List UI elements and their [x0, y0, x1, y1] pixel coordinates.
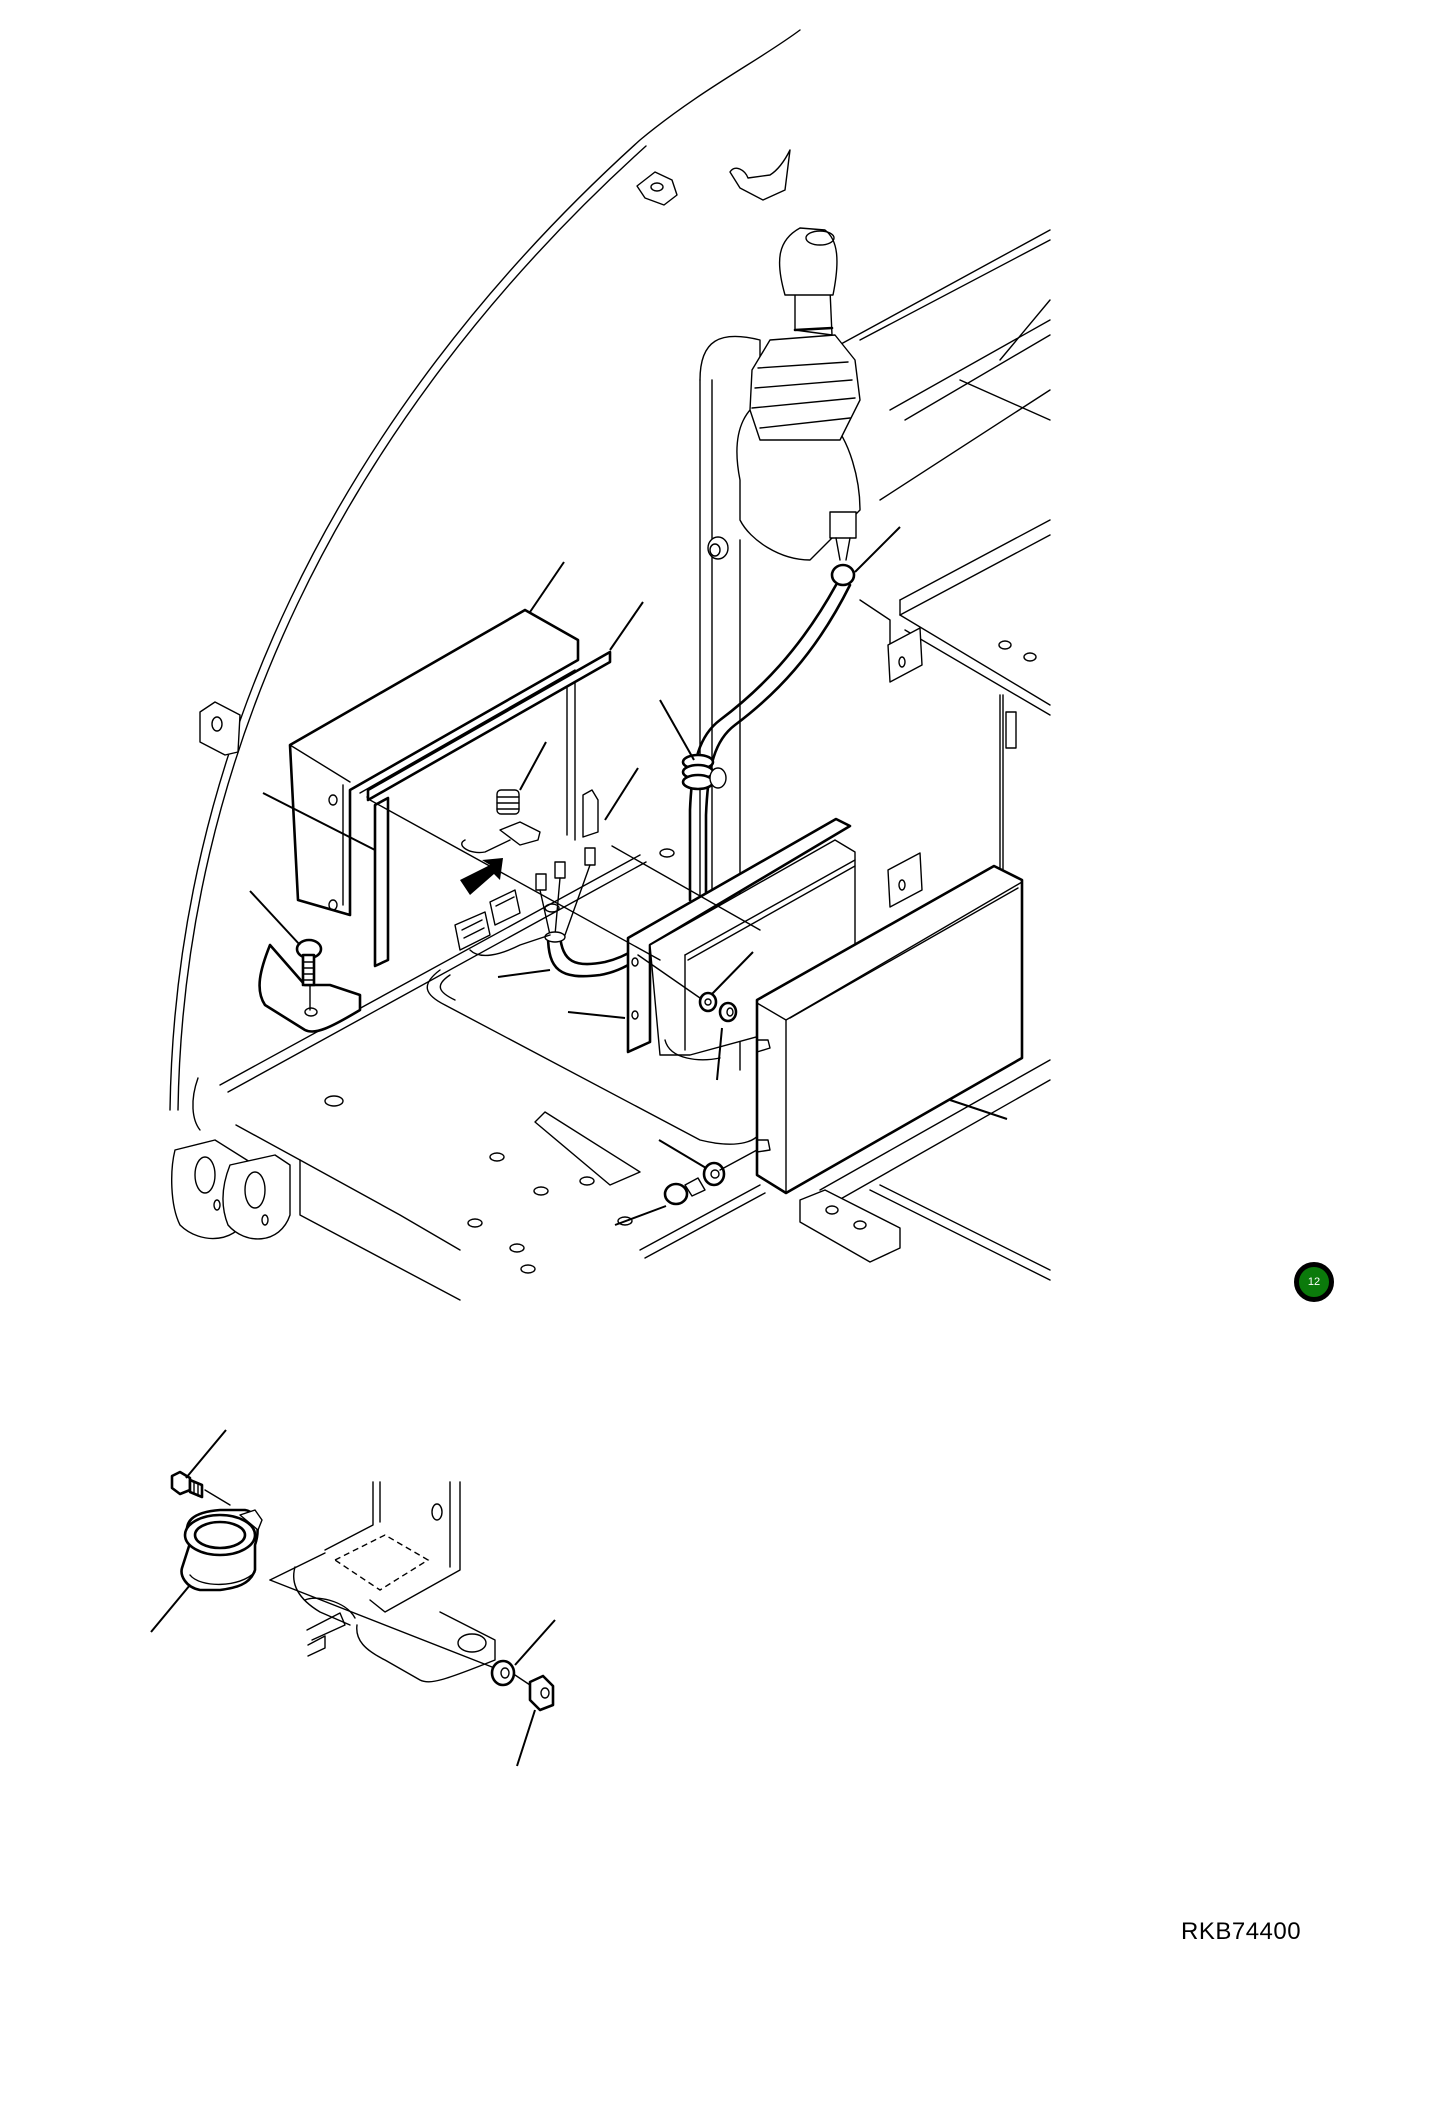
controller-cover: [663, 864, 1024, 1206]
controller-bracket: [258, 608, 612, 1033]
detail-bolt: [170, 1470, 231, 1506]
page-number-label: 12: [1307, 1276, 1321, 1288]
detail-rubber-mount: [180, 1508, 263, 1592]
leader-lines-main: [249, 526, 1008, 1226]
leader-lines-detail: [150, 1429, 556, 1767]
joystick-lever: [736, 227, 861, 561]
figure-code: RKB74400: [1181, 1918, 1302, 1945]
detail-washer-nut: [269, 1579, 555, 1712]
cab-floor-plate: [171, 848, 1051, 1301]
page-number-badge: 12: [1294, 1262, 1334, 1302]
joystick-harness: [681, 511, 857, 902]
cab-rear-panel: [169, 29, 801, 1111]
detail-bracket: [269, 1481, 496, 1683]
